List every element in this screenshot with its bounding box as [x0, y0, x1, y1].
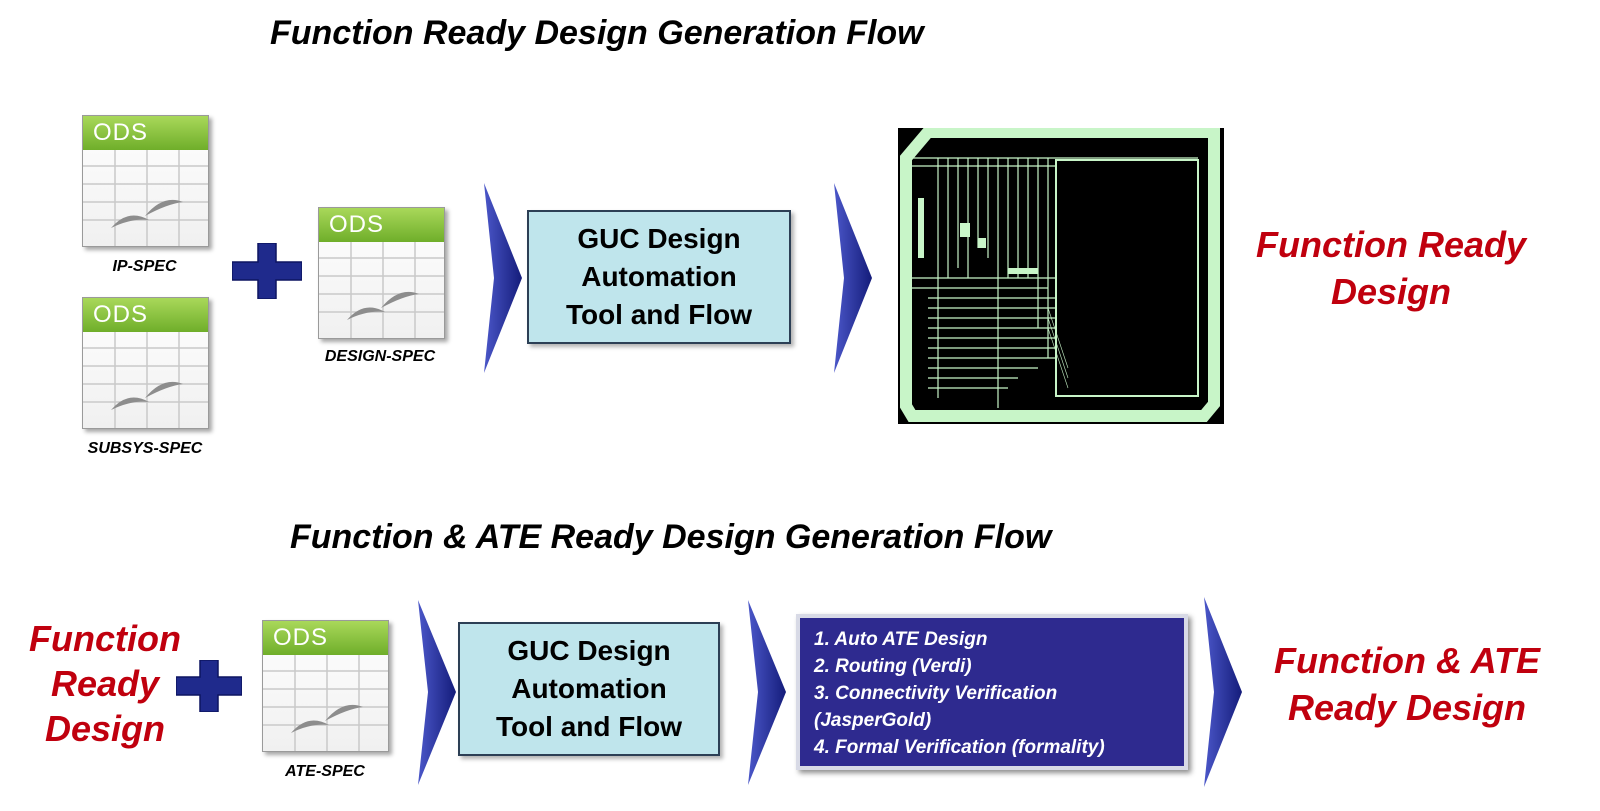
spreadsheet-grid-icon	[263, 655, 388, 751]
guc-tool-box-bottom: GUC Design Automation Tool and Flow	[458, 622, 720, 756]
ate-spec-label: ATE-SPEC	[285, 763, 365, 780]
ip-spec-label: IP-SPEC	[112, 258, 177, 275]
ods-header: ODS	[83, 116, 208, 150]
guc-tool-box-top: GUC Design Automation Tool and Flow	[527, 210, 791, 344]
bottom-flow-title: Function & ATE Ready Design Generation F…	[290, 518, 1052, 556]
ods-header: ODS	[83, 298, 208, 332]
top-flow-title: Function Ready Design Generation Flow	[270, 14, 924, 52]
input-line: Design	[44, 708, 166, 749]
tool-line: Automation	[581, 261, 737, 293]
function-ate-ready-design-result: Function & ATE Ready Design	[1252, 638, 1562, 732]
input-line: Ready	[50, 663, 160, 704]
ip-spec-ods-icon: ODS	[82, 115, 209, 247]
chevron-arrow-icon	[418, 600, 456, 785]
result-line: Function Ready	[1255, 224, 1527, 265]
chevron-arrow-icon	[484, 183, 522, 373]
chevron-arrow-icon	[834, 183, 872, 373]
spreadsheet-grid-icon	[83, 332, 208, 428]
subsys-spec-label: SUBSYS-SPEC	[87, 440, 203, 457]
step-item: 2. Routing (Verdi)	[814, 656, 972, 677]
spreadsheet-grid-icon	[83, 150, 208, 246]
ods-header: ODS	[319, 208, 444, 242]
tool-line: GUC Design	[577, 223, 741, 255]
result-line: Function & ATE	[1274, 640, 1540, 681]
design-spec-label: DESIGN-SPEC	[324, 348, 436, 365]
ate-steps-box: 1. Auto ATE Design 2. Routing (Verdi) 3.…	[796, 614, 1188, 770]
step-item: (JasperGold)	[814, 710, 932, 731]
result-line: Design	[1330, 270, 1452, 312]
step-item: 3. Connectivity Verification	[814, 683, 1058, 704]
plus-icon	[232, 243, 302, 299]
design-spec-ods-icon: ODS	[318, 207, 445, 339]
spreadsheet-grid-icon	[319, 242, 444, 338]
function-ready-design-result: Function Ready Design	[1236, 222, 1546, 316]
step-item: 4. Formal Verification (formality)	[814, 737, 1105, 758]
plus-icon	[176, 660, 242, 712]
tool-line: Tool and Flow	[565, 298, 753, 330]
chip-layout-image	[898, 128, 1224, 424]
ods-header: ODS	[263, 621, 388, 655]
subsys-spec-ods-icon: ODS	[82, 297, 209, 429]
tool-line: Tool and Flow	[495, 710, 683, 742]
function-ready-design-input: Function Ready Design	[15, 616, 195, 751]
ate-spec-ods-icon: ODS	[262, 620, 389, 752]
chevron-arrow-icon	[748, 600, 786, 785]
tool-line: Automation	[511, 673, 667, 705]
tool-line: GUC Design	[507, 635, 671, 667]
result-line: Ready Design	[1287, 686, 1527, 728]
step-item: 1. Auto ATE Design	[814, 629, 988, 650]
input-line: Function	[29, 618, 181, 659]
chevron-arrow-icon	[1204, 597, 1242, 787]
